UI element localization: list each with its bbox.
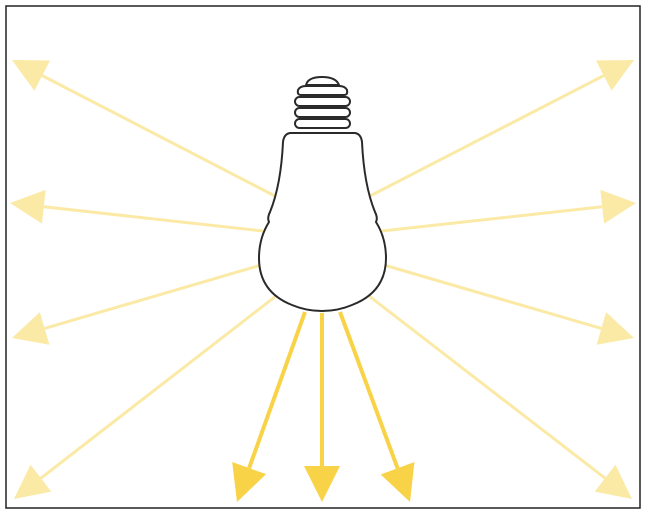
diffuse-ray-arrowhead xyxy=(10,189,46,224)
rays-group xyxy=(10,60,636,502)
diffuse-ray-arrowhead xyxy=(600,189,636,224)
direct-ray-line xyxy=(338,311,400,469)
bulb-base-ring xyxy=(294,118,351,129)
diffuse-ray-arrowhead xyxy=(594,464,632,499)
bulb-base-ring xyxy=(296,85,349,96)
direct-ray-arrowhead xyxy=(304,466,340,502)
light-bulb-icon xyxy=(257,75,388,313)
diffuse-ray-arrowhead xyxy=(12,312,50,345)
diffuse-ray-line xyxy=(383,263,602,330)
diffuse-ray-line xyxy=(41,74,276,198)
diffuse-ray-line xyxy=(368,294,607,480)
diffuse-ray-line xyxy=(44,263,262,330)
diffuse-ray-line xyxy=(43,205,264,233)
diffuse-ray-arrowhead xyxy=(596,312,634,345)
direct-ray-line xyxy=(247,311,307,469)
bulb-base-ring xyxy=(294,107,351,118)
direct-ray-arrowhead xyxy=(232,462,267,502)
diffuse-ray-arrowhead xyxy=(595,60,634,91)
diffuse-ray-line xyxy=(369,74,605,198)
bulb-cap xyxy=(304,75,341,86)
bulb-base-ring xyxy=(294,96,351,107)
diffuse-ray-line xyxy=(381,205,603,233)
diffuse-ray-line xyxy=(39,294,277,480)
bulb-glass xyxy=(257,132,388,313)
diffuse-ray-arrowhead xyxy=(14,464,52,499)
diffuse-ray-arrowhead xyxy=(12,60,51,91)
direct-ray-arrowhead xyxy=(380,461,415,502)
